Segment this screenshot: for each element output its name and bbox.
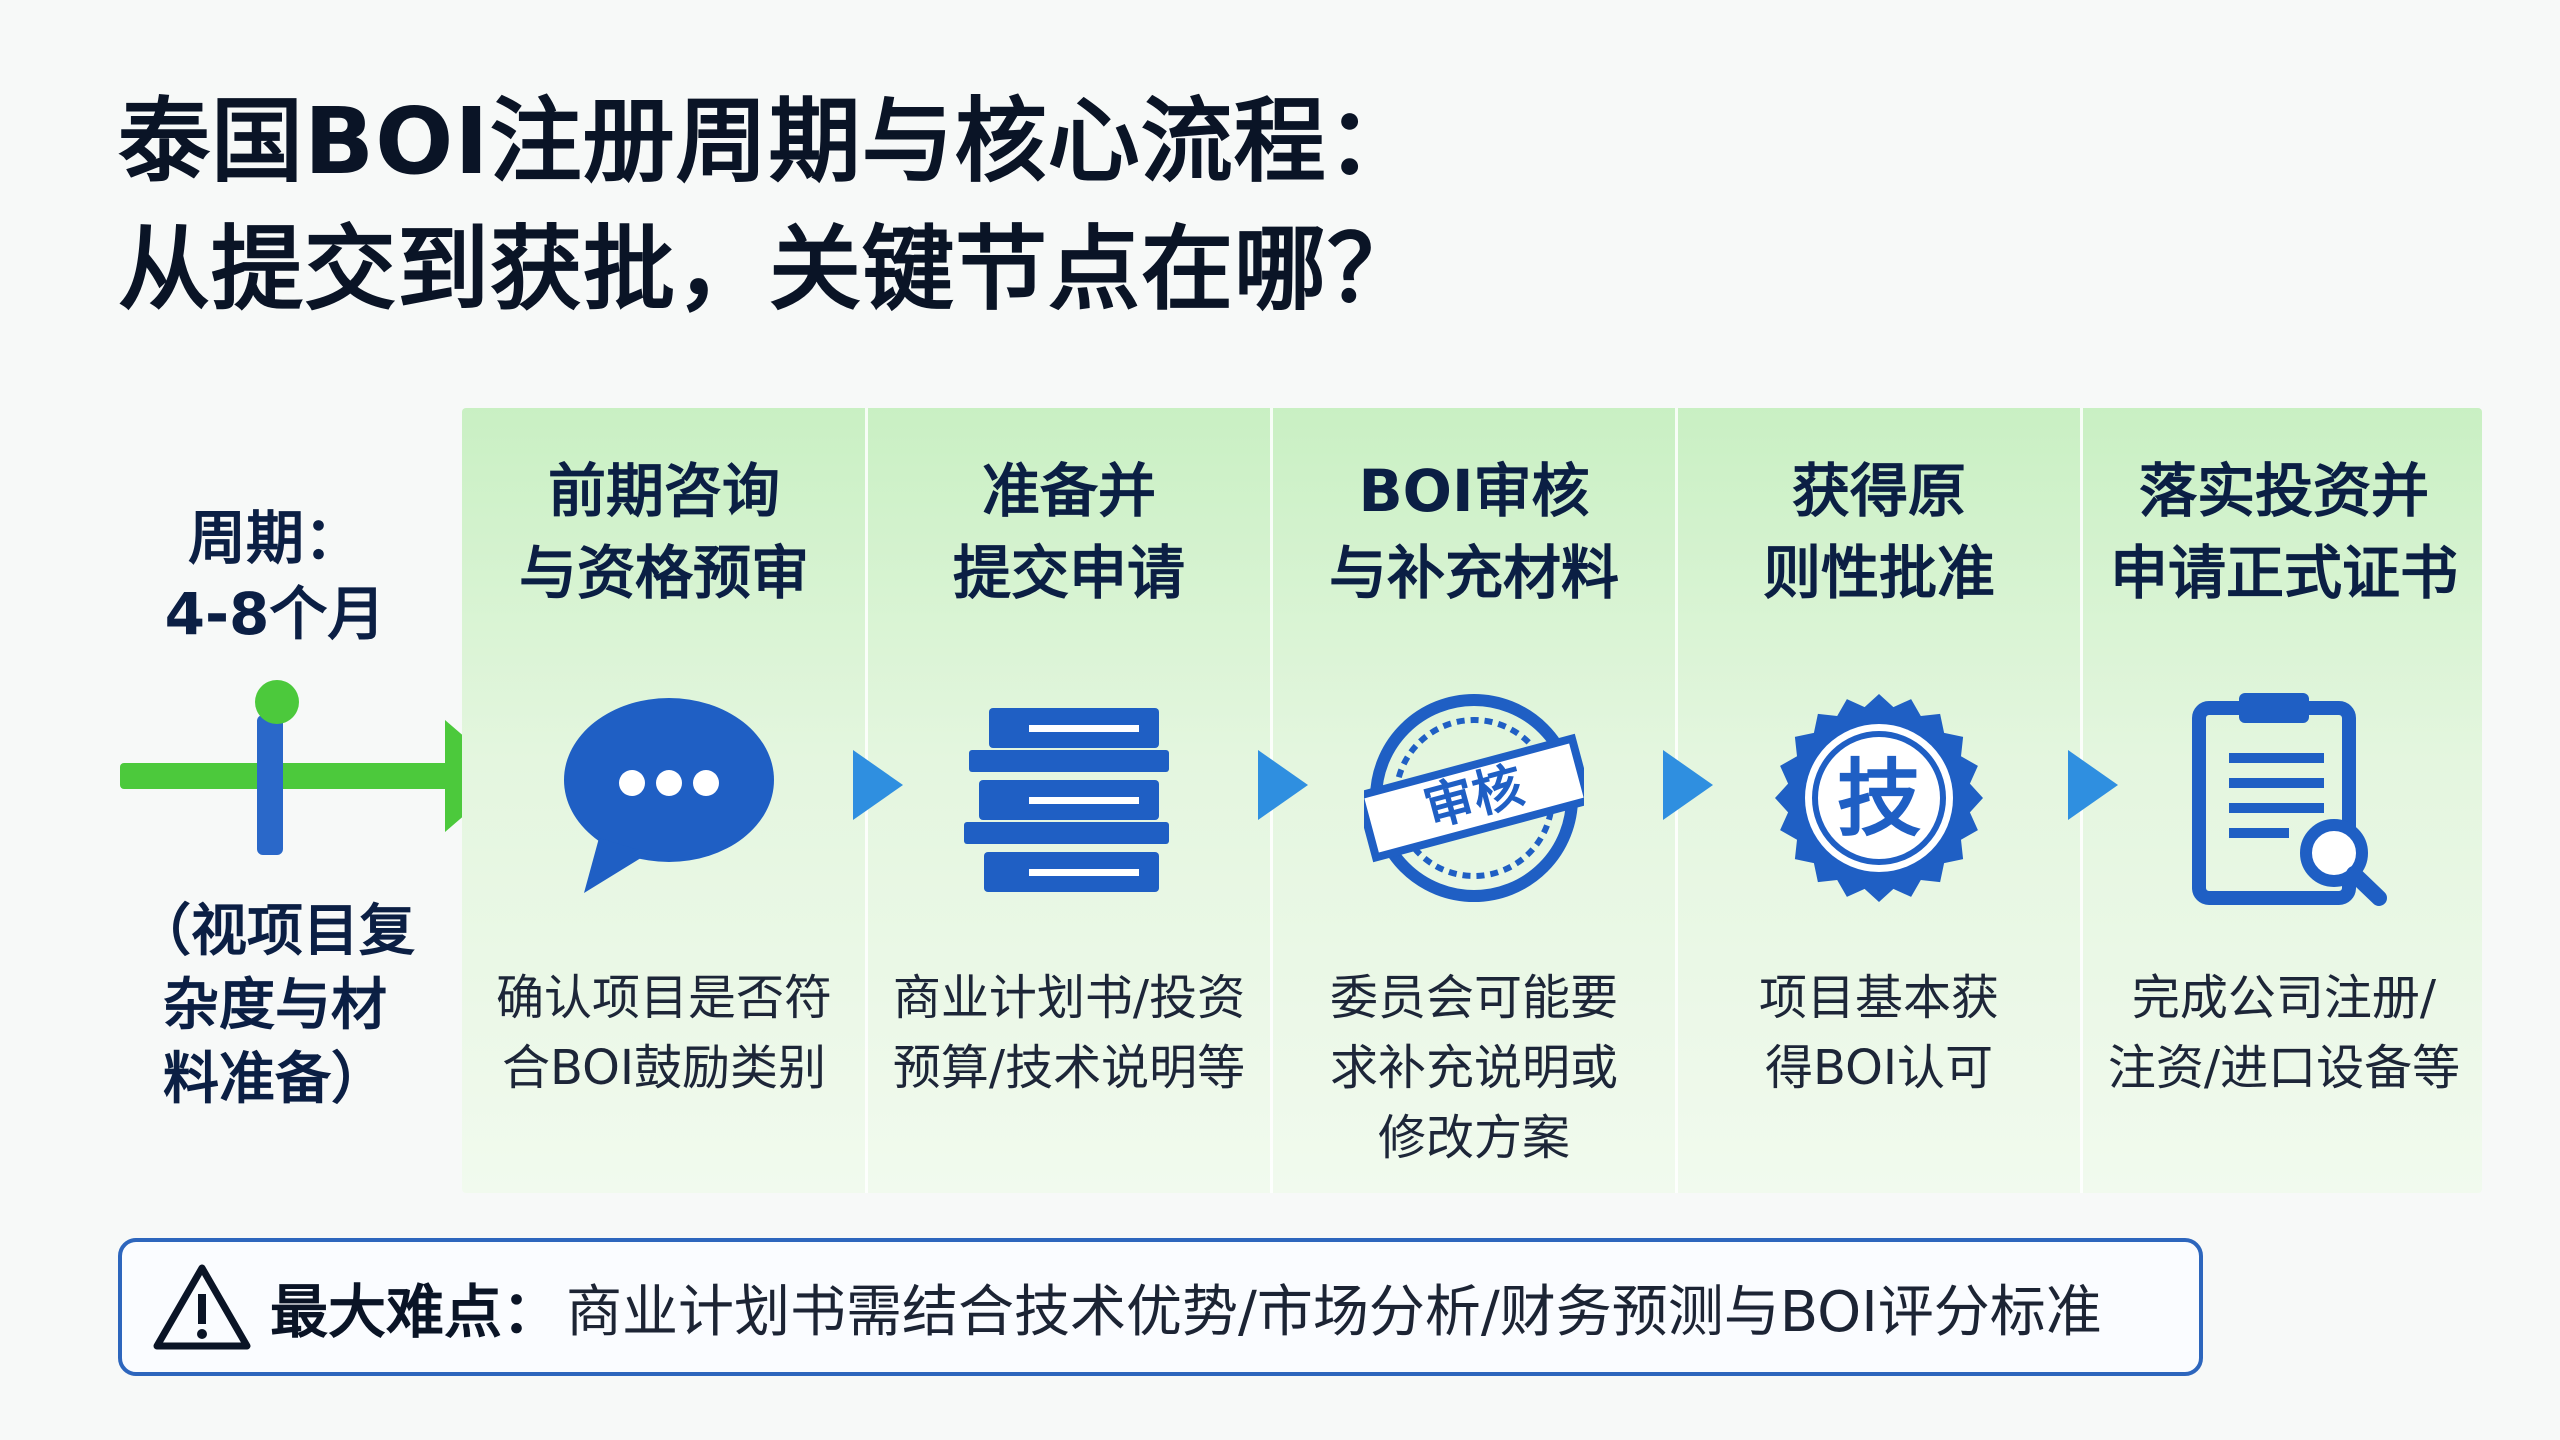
- timeline-arrow-icon: [120, 680, 510, 855]
- step-4-desc-line-2: 得BOI认可: [1764, 1040, 1994, 1096]
- step-1-desc-line-2: 合BOI鼓励类别: [501, 1040, 827, 1096]
- chevron-right-icon: [1258, 750, 1308, 820]
- step-2-description: 商业计划书/投资 预算/技术说明等: [867, 963, 1271, 1103]
- timeline-bar: [120, 763, 460, 789]
- period-note-line-1: （视项目复: [135, 899, 415, 964]
- step-5-title: 落实投资并 申请正式证书: [2082, 450, 2486, 614]
- period-note-line-2: 杂度与材: [163, 973, 387, 1038]
- note-text: 商业计划书需结合技术优势/市场分析/财务预测与BOI评分标准: [566, 1279, 2102, 1345]
- step-1-title-line-1: 前期咨询: [547, 457, 780, 525]
- period-note-line-3: 料准备）: [163, 1047, 387, 1112]
- steps-panel: 前期咨询 与资格预审 确认项目是否符 合BOI鼓励类别 准备并 提交申请: [462, 408, 2482, 1193]
- step-3-description: 委员会可能要 求补充说明或 修改方案: [1272, 963, 1676, 1173]
- step-2-desc-line-1: 商业计划书/投资: [892, 970, 1246, 1026]
- note-label: 最大难点：: [270, 1278, 561, 1346]
- period-label: 周期：: [187, 504, 362, 572]
- timeline-marker-dot: [255, 680, 299, 724]
- step-2-title-line-1: 准备并: [981, 457, 1156, 525]
- step-3-title: BOI审核 与补充材料: [1272, 450, 1676, 614]
- chat-bubble-icon: [564, 698, 774, 893]
- timeline-marker-stem: [257, 715, 283, 855]
- step-3-desc-line-3: 修改方案: [1377, 1110, 1570, 1166]
- review-stamp-icon: 审核: [1364, 694, 1584, 902]
- period-block: 周期： 4-8个月: [110, 500, 440, 652]
- step-4-desc-line-1: 项目基本获: [1758, 970, 1999, 1026]
- stamp-text: 审核: [1418, 756, 1530, 838]
- warning-icon: [153, 1264, 251, 1350]
- step-2-desc-line-2: 预算/技术说明等: [892, 1040, 1246, 1096]
- title-line-2: 从提交到获批，关键节点在哪？: [118, 216, 1421, 323]
- chevron-right-icon: [1663, 750, 1713, 820]
- step-5-desc-line-1: 完成公司注册/: [2131, 970, 2437, 1026]
- period-note: （视项目复 杂度与材 料准备）: [110, 895, 440, 1117]
- step-4-title-line-1: 获得原: [1791, 457, 1966, 525]
- title-line-1: 泰国BOI注册周期与核心流程：: [118, 88, 1420, 195]
- step-1-description: 确认项目是否符 合BOI鼓励类别: [462, 963, 866, 1103]
- page-title: 泰国BOI注册周期与核心流程： 从提交到获批，关键节点在哪？: [118, 78, 2418, 334]
- document-stack-icon: [964, 708, 1169, 892]
- step-5: 落实投资并 申请正式证书 完成公司注册/ 注资/进口设备等: [2082, 408, 2486, 1193]
- clipboard-search-icon: [2192, 693, 2387, 906]
- seal-text: 技: [1837, 750, 1921, 848]
- step-2-title-line-2: 提交申请: [952, 539, 1185, 607]
- step-4-description: 项目基本获 得BOI认可: [1677, 963, 2081, 1103]
- step-1-title-line-2: 与资格预审: [518, 539, 809, 607]
- step-4-title-line-2: 则性批准: [1762, 539, 1995, 607]
- step-5-title-line-2: 申请正式证书: [2109, 539, 2458, 607]
- step-2: 准备并 提交申请 商业计划书/投资 预算/技术说明等: [867, 408, 1271, 1193]
- step-5-desc-line-2: 注资/进口设备等: [2107, 1040, 2461, 1096]
- step-4: 获得原 则性批准 技 项目基本获 得BOI认可: [1677, 408, 2081, 1193]
- step-3: BOI审核 与补充材料 审核 委员会可能要 求补充说明或 修改方案: [1272, 408, 1676, 1193]
- step-3-title-line-1: BOI审核: [1358, 457, 1590, 525]
- step-1-desc-line-1: 确认项目是否符: [495, 970, 832, 1026]
- period-value: 4-8个月: [164, 580, 386, 648]
- step-3-desc-line-2: 求补充说明或: [1329, 1040, 1618, 1096]
- step-3-title-line-2: 与补充材料: [1328, 539, 1619, 607]
- step-4-title: 获得原 则性批准: [1677, 450, 2081, 614]
- step-5-title-line-1: 落实投资并: [2138, 457, 2429, 525]
- step-1-title: 前期咨询 与资格预审: [462, 450, 866, 614]
- step-2-title: 准备并 提交申请: [867, 450, 1271, 614]
- step-5-description: 完成公司注册/ 注资/进口设备等: [2082, 963, 2486, 1103]
- step-1: 前期咨询 与资格预审 确认项目是否符 合BOI鼓励类别: [462, 408, 866, 1193]
- chevron-right-icon: [2068, 750, 2118, 820]
- approval-seal-icon: 技: [1775, 694, 1983, 902]
- chevron-right-icon: [853, 750, 903, 820]
- step-3-desc-line-1: 委员会可能要: [1329, 970, 1618, 1026]
- difficulty-note: 最大难点： 商业计划书需结合技术优势/市场分析/财务预测与BOI评分标准: [118, 1238, 2203, 1376]
